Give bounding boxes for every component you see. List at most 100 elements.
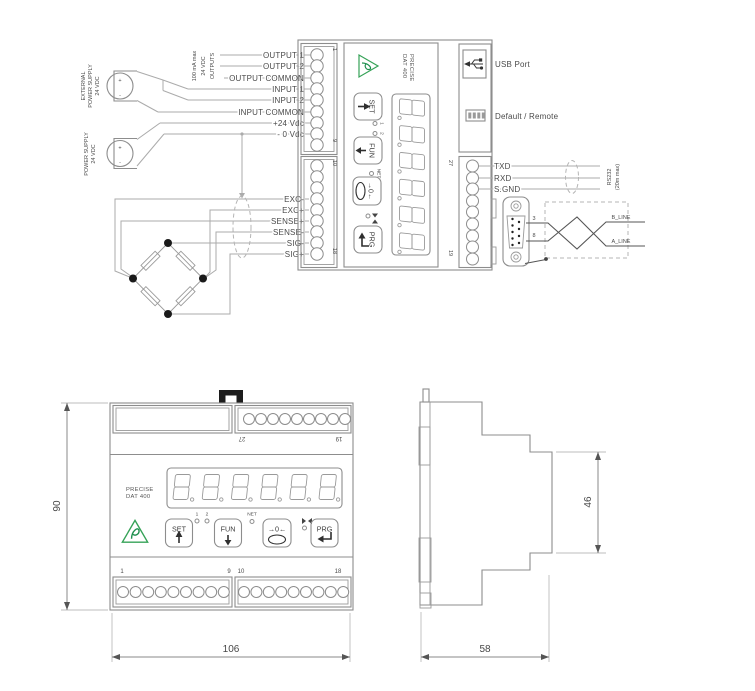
front-view: 27 19 1 9 10 18 (52, 390, 354, 662)
ps1-minus: - (119, 93, 121, 99)
terminal-number-18: 18 (331, 248, 337, 254)
ps2-circle (106, 139, 134, 168)
front-terminal-block-bottom-right (234, 576, 352, 608)
din-clip-top-tab (422, 388, 430, 403)
wire-label-sense-minus: SENSE- (273, 228, 304, 237)
rs232-shield-ellipse (565, 160, 579, 194)
cable-shield-ellipse (232, 195, 252, 259)
io-wire-labels: OUTPUT 1 OUTPUT 2 OUTPUT COMMON INPUT 1 … (228, 50, 306, 141)
usb-port-label: USB Port (495, 60, 531, 69)
load-cell-bridge (114, 195, 309, 318)
front-terminal-number-10: 10 (238, 569, 245, 575)
db9-pin8-label: 8 (532, 233, 535, 239)
a-line-label: A_LINE (612, 239, 631, 245)
loadcell-wire-labels: EXC- EXC+ SENSE+ SENSE- SIG- SIG+ (270, 194, 306, 261)
brand-front-view (126, 487, 154, 500)
terminal-block-19-27 (458, 155, 492, 269)
terminal-number-27: 27 (447, 160, 453, 166)
front-terminal-block-top (234, 404, 352, 434)
rs485-section: 3 8 B_LINE A_LINE (502, 196, 645, 267)
outputs-note-line3: 100 mA max (192, 50, 198, 81)
strain-gauge-3 (140, 286, 161, 307)
power-supply: POWER SUPPLY 24 VDC + - (84, 132, 137, 176)
bridge-node-left (129, 274, 137, 283)
side-profile (419, 401, 553, 606)
db9-pin3-label: 3 (532, 216, 535, 222)
bridge-node-bottom (164, 310, 172, 318)
strain-gauge-1 (140, 250, 161, 271)
ps2-plus: + (118, 146, 121, 152)
print-led-top (365, 213, 379, 224)
outputs-note: OUTPUTS 24 VDC 100 mA max (192, 50, 216, 81)
dim-90-label: 90 (52, 500, 63, 512)
dimension-body-46: 46 (556, 451, 606, 554)
wire-label-rxd: RXD (494, 174, 512, 183)
din-clip-upper (418, 426, 431, 466)
rs232-length-label: (20m max) (615, 164, 621, 190)
shield-ground-dot (544, 257, 548, 261)
usb-icon (464, 58, 484, 70)
connector-tab-2 (490, 246, 497, 265)
wire-label-inputcom: INPUT COMMON (238, 108, 304, 117)
display-window (391, 93, 431, 256)
front-terminal-number-9: 9 (227, 569, 231, 575)
io-wires (136, 54, 311, 199)
wire-label-input1: INPUT 1 (272, 85, 304, 94)
rs232-label: RS232 (607, 169, 613, 186)
ps2-label-line1: POWER SUPPLY (84, 132, 90, 176)
led12-front (194, 511, 210, 524)
wire-label-sense-plus: SENSE+ (271, 217, 304, 226)
rs485-shield-box (544, 201, 629, 259)
connector-tab-1 (490, 198, 497, 219)
ps1-circle (106, 72, 134, 100)
wire-label-output1: OUTPUT 1 (263, 51, 304, 60)
wire-label-sgnd: S.GND (494, 185, 520, 194)
terminal-number-19: 19 (447, 250, 453, 256)
dimension-depth-58: 58 (420, 575, 550, 662)
usb-connector (462, 49, 487, 79)
logo-top-view (358, 54, 379, 78)
outputs-note-line2: 24 VDC (201, 56, 207, 75)
front-terminal-number-27: 27 (238, 435, 245, 441)
bridge-node-top (164, 239, 172, 247)
ps2-minus: - (119, 160, 121, 166)
dimension-height-90: 90 (52, 402, 108, 611)
wire-label-0vdc: - 0 Vdc (277, 130, 304, 139)
wire-label-exc-minus: EXC- (284, 195, 304, 204)
wire-label-txd: TXD (494, 162, 511, 171)
dimension-width-106: 106 (111, 613, 351, 662)
wire-label-input2: INPUT 2 (272, 96, 304, 105)
front-terminal-number-1: 1 (120, 569, 124, 575)
terminal-block-1-9 (300, 42, 338, 156)
fun-button-top (353, 136, 383, 165)
side-view: 46 58 (418, 388, 606, 662)
front-terminal-number-19: 19 (335, 435, 342, 441)
front-display-window (166, 467, 343, 509)
b-line-label: B_LINE (612, 215, 631, 221)
strain-gauge-2 (175, 250, 196, 271)
front-panel (343, 42, 439, 268)
wire-label-24vdc: +24 Vdc (273, 119, 304, 128)
strain-gauge-4 (175, 286, 196, 307)
prg-button-front (310, 518, 339, 548)
zero-button-top (352, 176, 382, 206)
ps2-label-line2: 24 VDC (91, 144, 97, 163)
ps1-plus: + (118, 78, 121, 84)
net-led-front (246, 511, 258, 524)
usb-section (458, 43, 492, 153)
led12-top (372, 121, 385, 136)
terminal-number-10: 10 (331, 160, 337, 166)
switch-contact-2 (162, 90, 189, 101)
rs232-wiring: TXD RXD S.GND RS232 (20m max) (479, 160, 621, 196)
outputs-note-line1: OUTPUTS (210, 53, 216, 80)
dim-106-label: 106 (223, 644, 240, 655)
dim-58-label: 58 (479, 644, 491, 655)
default-remote-label: Default / Remote (495, 112, 559, 121)
terminal-block-10-18 (300, 155, 338, 269)
wire-label-sig-minus: SIG- (287, 239, 304, 248)
zero-button-front (262, 518, 292, 548)
wiring-diagram: EXTERNAL POWER SUPPLY 24 VDC + - POWER S… (81, 39, 645, 318)
fun-button-front (213, 518, 243, 548)
